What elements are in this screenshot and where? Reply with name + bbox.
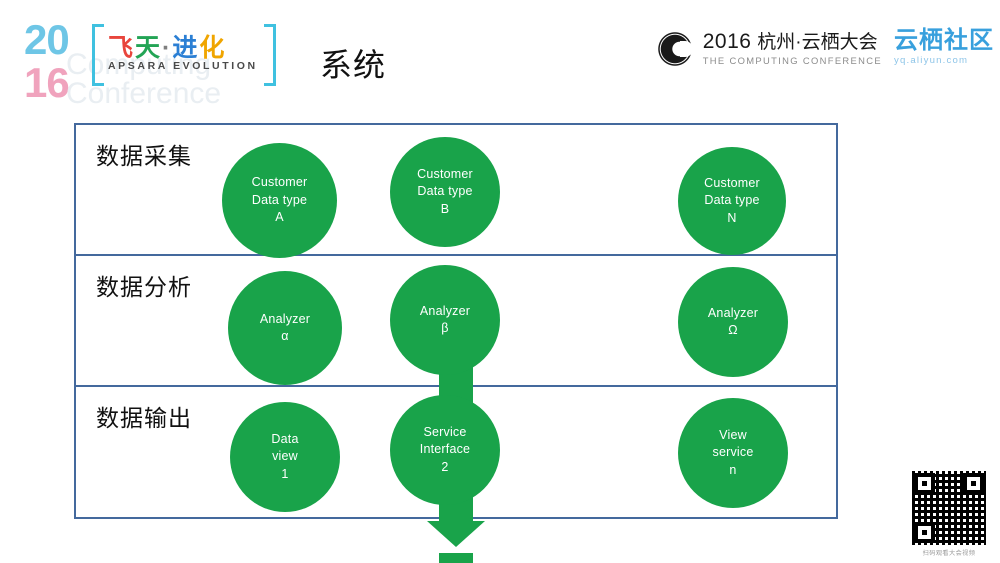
flow-arrow-output-downstream bbox=[427, 553, 485, 563]
qr-finder-bottom-left bbox=[914, 522, 935, 543]
page-title: 系统 bbox=[320, 47, 387, 83]
arrow-head-icon bbox=[427, 521, 485, 547]
conference-en-title: THE COMPUTING CONFERENCE bbox=[702, 55, 882, 66]
qr-code-caption: 扫码观看大会视频 bbox=[922, 550, 976, 557]
computing-conference-mark-icon bbox=[655, 30, 694, 68]
logo-cn-char-0: 飞 bbox=[108, 34, 136, 62]
bracket-left-icon bbox=[92, 24, 104, 86]
band-label-data-analysis: 数据分析 bbox=[96, 274, 192, 300]
node-view-service-n[interactable]: View service n bbox=[678, 398, 788, 508]
logo-ghost-text: Computing Conference bbox=[66, 48, 222, 110]
logo-year-bottom: 16 bbox=[24, 59, 70, 106]
computing-conference-logo: 2016 杭州·云栖大会 THE COMPUTING CONFERENCE bbox=[655, 26, 882, 72]
qr-code-block[interactable]: 扫码观看大会视频 bbox=[906, 471, 992, 557]
logo-bracket-group: 飞天·进化 APSARA EVOLUTION bbox=[92, 24, 276, 86]
node-analyzer-omega[interactable]: Analyzer Ω bbox=[678, 267, 788, 377]
qr-code-icon[interactable] bbox=[912, 471, 986, 545]
node-analyzer-alpha[interactable]: Analyzer α bbox=[228, 271, 342, 385]
yunqi-url: yq.aliyun.com bbox=[894, 55, 969, 66]
conference-cn-title: 杭州·云栖大会 bbox=[757, 32, 878, 53]
node-analyzer-beta[interactable]: Analyzer β bbox=[390, 265, 500, 375]
logo-year: 20 16 bbox=[24, 18, 86, 104]
logo-cn-char-4: 化 bbox=[199, 34, 227, 62]
conference-year: 2016 bbox=[702, 30, 752, 53]
node-customer-data-type-b[interactable]: Customer Data type B bbox=[390, 137, 500, 247]
logo-cn-char-3: 进 bbox=[172, 34, 200, 62]
node-customer-data-type-n[interactable]: Customer Data type N bbox=[678, 147, 786, 255]
node-service-interface-2[interactable]: Service Interface 2 bbox=[390, 395, 500, 505]
yunqi-cn-title: 云栖社区 bbox=[894, 27, 994, 54]
band-label-data-output: 数据输出 bbox=[96, 405, 192, 431]
yunqi-community-logo: 云栖社区 yq.aliyun.com bbox=[894, 28, 994, 68]
qr-finder-top-right bbox=[963, 473, 984, 494]
logo-cn-char-2: · bbox=[162, 34, 173, 62]
conference-title-line: 2016 杭州·云栖大会 bbox=[703, 30, 882, 54]
apsara-evolution-logo: 20 16 Computing Conference 飞天·进化 APSARA … bbox=[24, 18, 276, 109]
logo-en-title: APSARA EVOLUTION bbox=[108, 60, 258, 72]
bracket-right-icon bbox=[264, 24, 276, 86]
node-customer-data-type-a[interactable]: Customer Data type A bbox=[222, 143, 337, 258]
logo-cn-char-1: 天 bbox=[135, 34, 163, 62]
logo-cn-title: 飞天·进化 bbox=[108, 28, 226, 64]
arrow-shaft bbox=[439, 553, 473, 563]
system-architecture-diagram: 数据采集 Customer Data type A Customer Data … bbox=[74, 123, 838, 563]
qr-finder-top-left bbox=[914, 473, 935, 494]
logo-year-top: 20 bbox=[24, 16, 70, 63]
band-label-data-collection: 数据采集 bbox=[96, 143, 192, 169]
node-data-view-1[interactable]: Data view 1 bbox=[230, 402, 340, 512]
computing-conference-text: 2016 杭州·云栖大会 THE COMPUTING CONFERENCE bbox=[703, 30, 882, 68]
